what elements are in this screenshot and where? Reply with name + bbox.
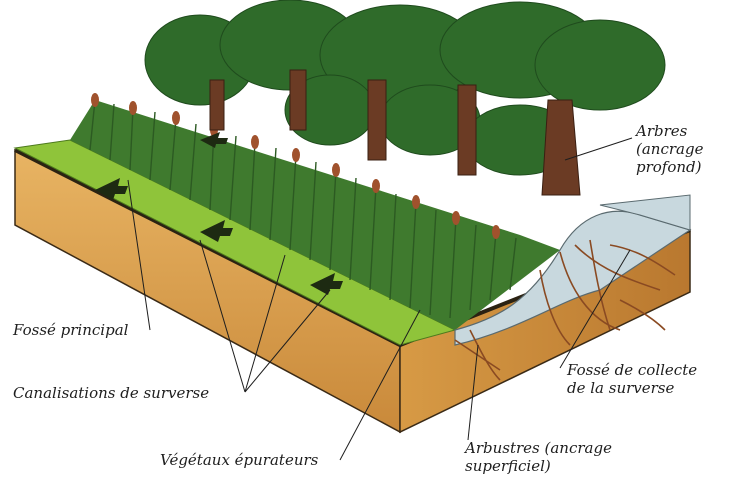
label-arbres-line3: profond) (636, 158, 703, 176)
label-arbres-line1: Arbres (636, 122, 703, 140)
label-fosse-collecte-line1: Fossé de collecte (567, 361, 697, 379)
label-vegetaux: Végétaux épurateurs (160, 451, 318, 469)
label-canalisations: Canalisations de surverse (13, 384, 209, 402)
label-arbustres-line2: superficiel) (465, 457, 612, 475)
label-arbustres-line1: Arbustres (ancrage (465, 439, 612, 457)
label-fosse-principal: Fossé principal (13, 321, 128, 339)
label-fosse-collecte-line2: de la surverse (567, 379, 697, 397)
label-arbres-line2: (ancrage (636, 140, 703, 158)
label-fosse-collecte: Fossé de collecte de la surverse (567, 361, 697, 397)
label-arbres: Arbres (ancrage profond) (636, 122, 703, 176)
label-arbustres: Arbustres (ancrage superficiel) (465, 439, 612, 475)
